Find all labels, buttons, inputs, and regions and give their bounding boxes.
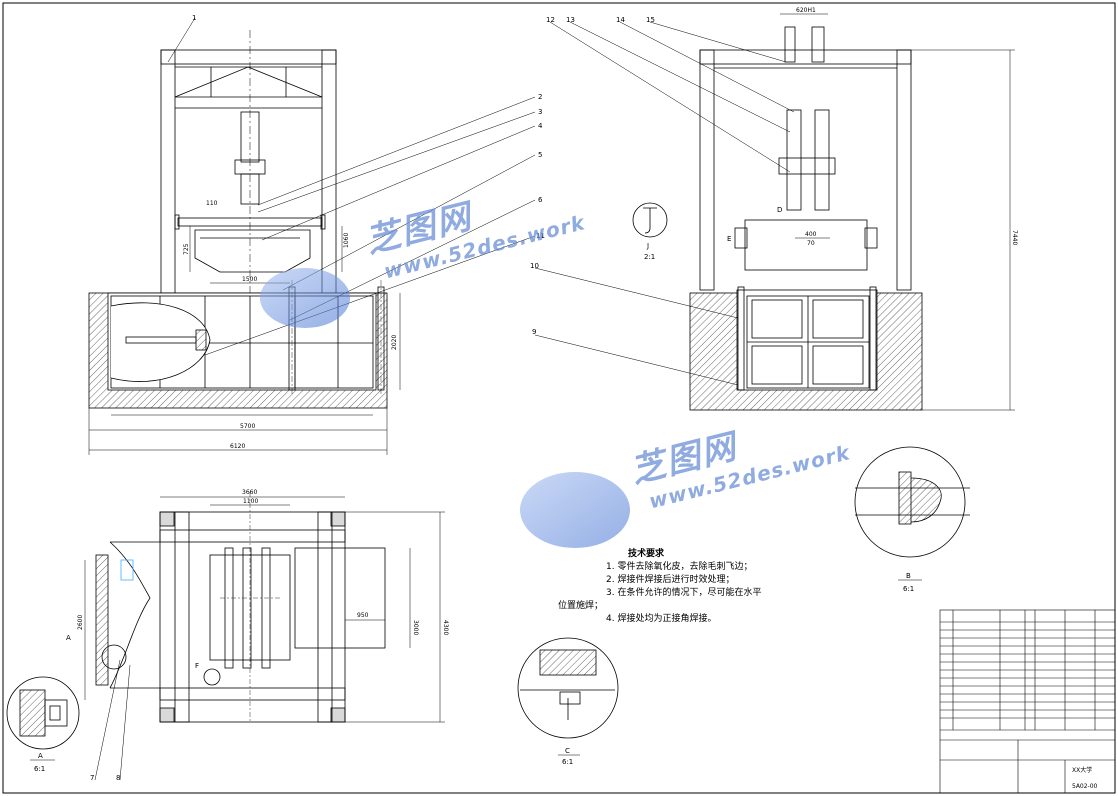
- detail-a-ratio: 6:1: [34, 765, 45, 773]
- part-label-7: 7: [90, 774, 94, 782]
- organization: XX大学: [1072, 766, 1092, 774]
- dim-110: 110: [206, 200, 218, 207]
- dim-1100: 1100: [243, 498, 258, 505]
- detail-a: [6, 676, 80, 761]
- dim-2600: 2600: [77, 615, 84, 630]
- dim-3000: 3000: [412, 620, 419, 635]
- part-label-4: 4: [538, 122, 543, 130]
- tech-item-1: 1. 零件去除氧化皮，去除毛刺飞边；: [606, 562, 753, 572]
- dim-2020: 2020: [391, 335, 398, 350]
- part-label-9: 9: [532, 328, 536, 336]
- view-label-a: A: [66, 634, 71, 642]
- tech-item-3-cont: 位置施焊；: [558, 601, 604, 611]
- view-label-e: E: [727, 235, 731, 243]
- dim-1060: 1060: [343, 233, 350, 248]
- part-label-1: 1: [192, 14, 196, 22]
- dim-950: 950: [357, 612, 369, 619]
- tech-item-3: 3. 在条件允许的情况下，尽可能在水平: [606, 588, 762, 598]
- detail-c-ratio: 6:1: [562, 758, 573, 766]
- watermark-globe-icon: [260, 268, 630, 548]
- tech-item-4: 4. 焊接处均为正接角焊接。: [606, 614, 717, 624]
- detail-b: [854, 446, 970, 581]
- dim-1500: 1500: [242, 276, 257, 283]
- dim-3660: 3660: [242, 489, 257, 496]
- part-label-15: 15: [646, 16, 655, 24]
- detail-c-title: C: [565, 747, 570, 755]
- detail-j-title: J: [646, 242, 649, 250]
- part-label-13: 13: [566, 16, 575, 24]
- view-label-f: F: [195, 662, 199, 670]
- tech-item-2: 2. 焊接件焊接后进行时效处理；: [606, 575, 735, 585]
- part-label-14: 14: [616, 16, 625, 24]
- dim-5700: 5700: [240, 423, 255, 430]
- part-label-2: 2: [538, 93, 542, 101]
- part-label-3: 3: [538, 108, 542, 116]
- part-label-5: 5: [538, 151, 542, 159]
- dim-6120: 6120: [230, 443, 245, 450]
- dim-4300: 4300: [442, 620, 449, 635]
- detail-b-title: B: [906, 572, 911, 580]
- detail-b-ratio: 6:1: [903, 585, 914, 593]
- part-label-10: 10: [530, 262, 539, 270]
- dim-top-width: 620H1: [796, 7, 816, 14]
- part-label-8: 8: [116, 774, 120, 782]
- part-label-11: 11: [536, 232, 545, 240]
- detail-j-ratio: 2:1: [644, 253, 655, 261]
- dim-725: 725: [183, 243, 190, 255]
- title-block: [939, 609, 1116, 794]
- view-label-d: D: [777, 206, 782, 214]
- drawing-number: 5A02-00: [1072, 783, 1098, 790]
- technical-requirements: 技术要求 1. 零件去除氧化皮，去除毛刺飞边； 2. 焊接件焊接后进行时效处理；…: [558, 548, 818, 626]
- tech-heading: 技术要求: [628, 549, 665, 559]
- part-label-6: 6: [538, 196, 543, 204]
- part-label-12: 12: [546, 16, 555, 24]
- detail-c: [517, 637, 619, 756]
- dim-70: 70: [807, 240, 815, 247]
- plan-view: [84, 492, 445, 781]
- dim-overall-height: 7440: [1011, 230, 1018, 245]
- detail-a-title: A: [38, 752, 43, 760]
- side-view: [534, 13, 1015, 411]
- dim-400: 400: [805, 231, 817, 238]
